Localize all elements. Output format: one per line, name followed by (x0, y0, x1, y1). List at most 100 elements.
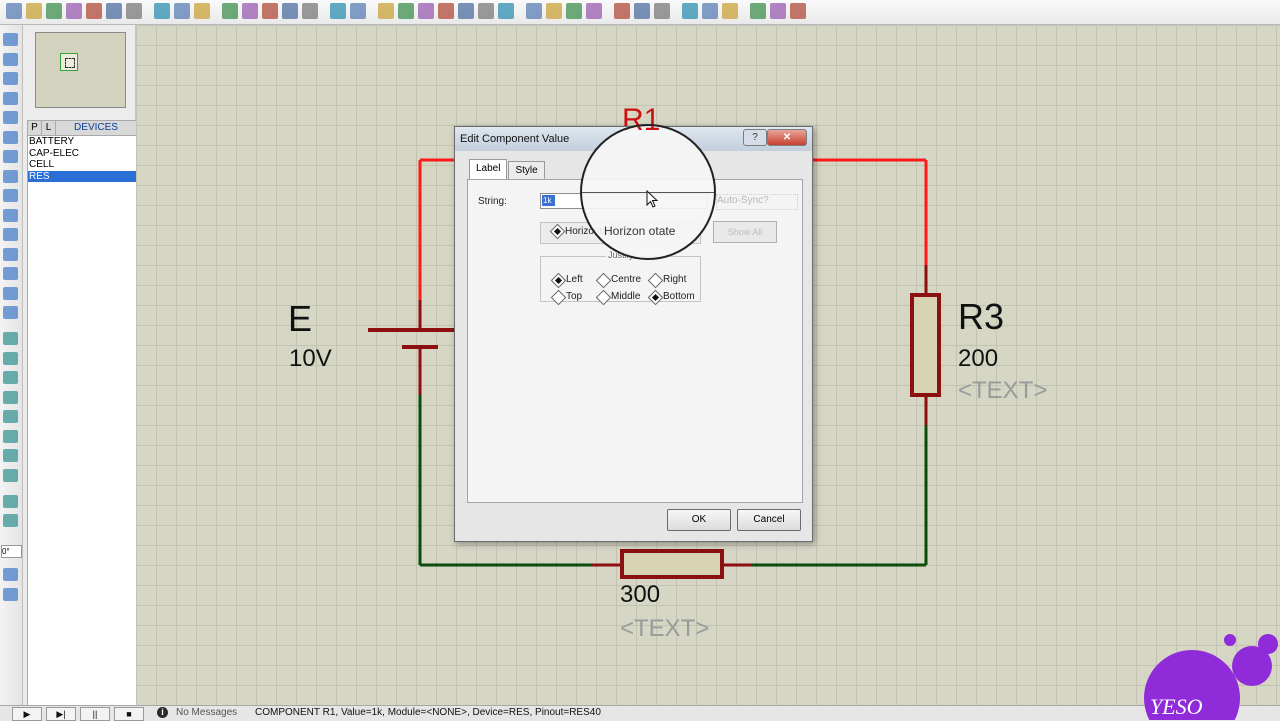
text-script-icon[interactable] (3, 111, 18, 124)
bom-icon[interactable] (750, 3, 766, 19)
origin-icon[interactable] (194, 3, 210, 19)
package-icon[interactable] (566, 3, 582, 19)
print-icon[interactable] (106, 3, 122, 19)
print-area-icon[interactable] (126, 3, 142, 19)
close-button[interactable]: ✕ (767, 129, 807, 146)
auto-sync-checkbox[interactable] (716, 194, 798, 210)
zoom-area-icon[interactable] (302, 3, 318, 19)
current-probe-icon[interactable] (3, 286, 18, 300)
junction-dot-icon[interactable] (3, 72, 18, 85)
pause-button[interactable]: || (80, 707, 110, 721)
r3-value-label[interactable]: 200 (958, 345, 999, 372)
ok-button[interactable]: OK (667, 509, 731, 531)
copy-icon[interactable] (398, 3, 414, 19)
library-manager-button[interactable]: L (42, 121, 56, 135)
messages-label[interactable]: No Messages (176, 707, 238, 718)
play-button[interactable]: ▶ (12, 707, 42, 721)
arc-icon[interactable] (3, 390, 18, 404)
device-pins-icon[interactable] (3, 189, 18, 202)
device-item-res[interactable]: RES (28, 170, 136, 182)
remove-sheet-icon[interactable] (702, 3, 718, 19)
r3-text-label[interactable]: <TEXT> (958, 377, 1048, 404)
schematic-drawing (368, 158, 941, 579)
paste-icon[interactable] (418, 3, 434, 19)
block-delete-icon[interactable] (498, 3, 514, 19)
graph-icon[interactable] (3, 208, 18, 222)
device-item-battery[interactable]: BATTERY (29, 136, 75, 147)
step-button[interactable]: ▶| (46, 707, 76, 721)
show-all-button[interactable]: Show All (713, 221, 777, 243)
rotate-ccw-icon[interactable] (3, 514, 18, 527)
box-icon[interactable] (3, 351, 18, 365)
make-device-icon[interactable] (546, 3, 562, 19)
terminals-icon[interactable] (3, 169, 18, 183)
pick-devices-button[interactable]: P (28, 121, 42, 135)
block-copy-icon[interactable] (438, 3, 454, 19)
subcircuit-icon[interactable] (3, 150, 18, 163)
zoom-all-icon[interactable] (282, 3, 298, 19)
export-icon[interactable] (86, 3, 102, 19)
open-icon[interactable] (26, 3, 42, 19)
component-mode-icon[interactable] (3, 52, 18, 66)
wire-label-icon[interactable] (3, 91, 18, 105)
cancel-button[interactable]: Cancel (737, 509, 801, 531)
battery-reference-label[interactable]: E (288, 298, 313, 339)
redo-icon[interactable] (350, 3, 366, 19)
zoom-out-icon[interactable] (262, 3, 278, 19)
mirror-horizontal-icon[interactable] (3, 568, 18, 581)
new-sheet-icon[interactable] (682, 3, 698, 19)
mirror-vertical-icon[interactable] (3, 588, 18, 601)
marker-icon[interactable] (3, 468, 18, 482)
r2-value-label[interactable]: 300 (620, 581, 661, 608)
property-assign-icon[interactable] (654, 3, 670, 19)
exit-parent-icon[interactable] (722, 3, 738, 19)
wire-autorouter-icon[interactable] (614, 3, 630, 19)
refresh-icon[interactable] (154, 3, 170, 19)
import-icon[interactable] (66, 3, 82, 19)
mouse-cursor-icon (646, 190, 659, 208)
undo-icon[interactable] (330, 3, 346, 19)
device-selector-header: P L DEVICES (27, 120, 137, 136)
r3-reference-label[interactable]: R3 (958, 296, 1005, 337)
device-list[interactable]: BATTERY CAP-ELEC CELL RES (27, 135, 137, 707)
help-button[interactable]: ? (743, 129, 767, 146)
overview-window[interactable] (35, 32, 126, 108)
new-icon[interactable] (6, 3, 22, 19)
decompose-icon[interactable] (586, 3, 602, 19)
tape-recorder-icon[interactable] (3, 228, 18, 241)
cut-icon[interactable] (378, 3, 394, 19)
symbol-icon[interactable] (3, 449, 18, 462)
circle-icon[interactable] (3, 371, 18, 384)
grid-icon[interactable] (174, 3, 190, 19)
device-item-cap-elec[interactable]: CAP-ELEC (29, 147, 80, 159)
search-icon[interactable] (634, 3, 650, 19)
netlist-icon[interactable] (770, 3, 786, 19)
virtual-instrument-icon[interactable] (3, 306, 18, 319)
info-icon[interactable]: i (157, 707, 168, 718)
device-item-cell[interactable]: CELL (29, 159, 55, 170)
block-rotate-icon[interactable] (478, 3, 494, 19)
rotation-angle-field[interactable]: 0° (1, 545, 22, 558)
pan-icon[interactable] (222, 3, 238, 19)
resistor-r3[interactable] (910, 293, 941, 397)
stop-button[interactable]: ■ (114, 707, 144, 721)
pick-icon[interactable] (526, 3, 542, 19)
tab-style[interactable]: Style (508, 161, 545, 179)
justify-right-label: Right (663, 274, 687, 285)
path-icon[interactable] (3, 410, 18, 423)
generator-icon[interactable] (3, 247, 18, 261)
ares-icon[interactable] (790, 3, 806, 19)
resistor-r2[interactable] (620, 549, 724, 579)
save-icon[interactable] (46, 3, 62, 19)
zoom-in-icon[interactable] (242, 3, 258, 19)
bus-icon[interactable] (3, 130, 18, 144)
battery-value-label[interactable]: 10V (289, 345, 332, 372)
tab-label[interactable]: Label (469, 159, 508, 179)
voltage-probe-icon[interactable] (3, 267, 18, 280)
line-icon[interactable] (3, 332, 18, 345)
r2-text-label[interactable]: <TEXT> (620, 615, 710, 642)
text-icon[interactable] (3, 429, 18, 443)
block-move-icon[interactable] (458, 3, 474, 19)
rotate-cw-icon[interactable] (3, 494, 18, 508)
selection-mode-icon[interactable] (3, 33, 18, 46)
